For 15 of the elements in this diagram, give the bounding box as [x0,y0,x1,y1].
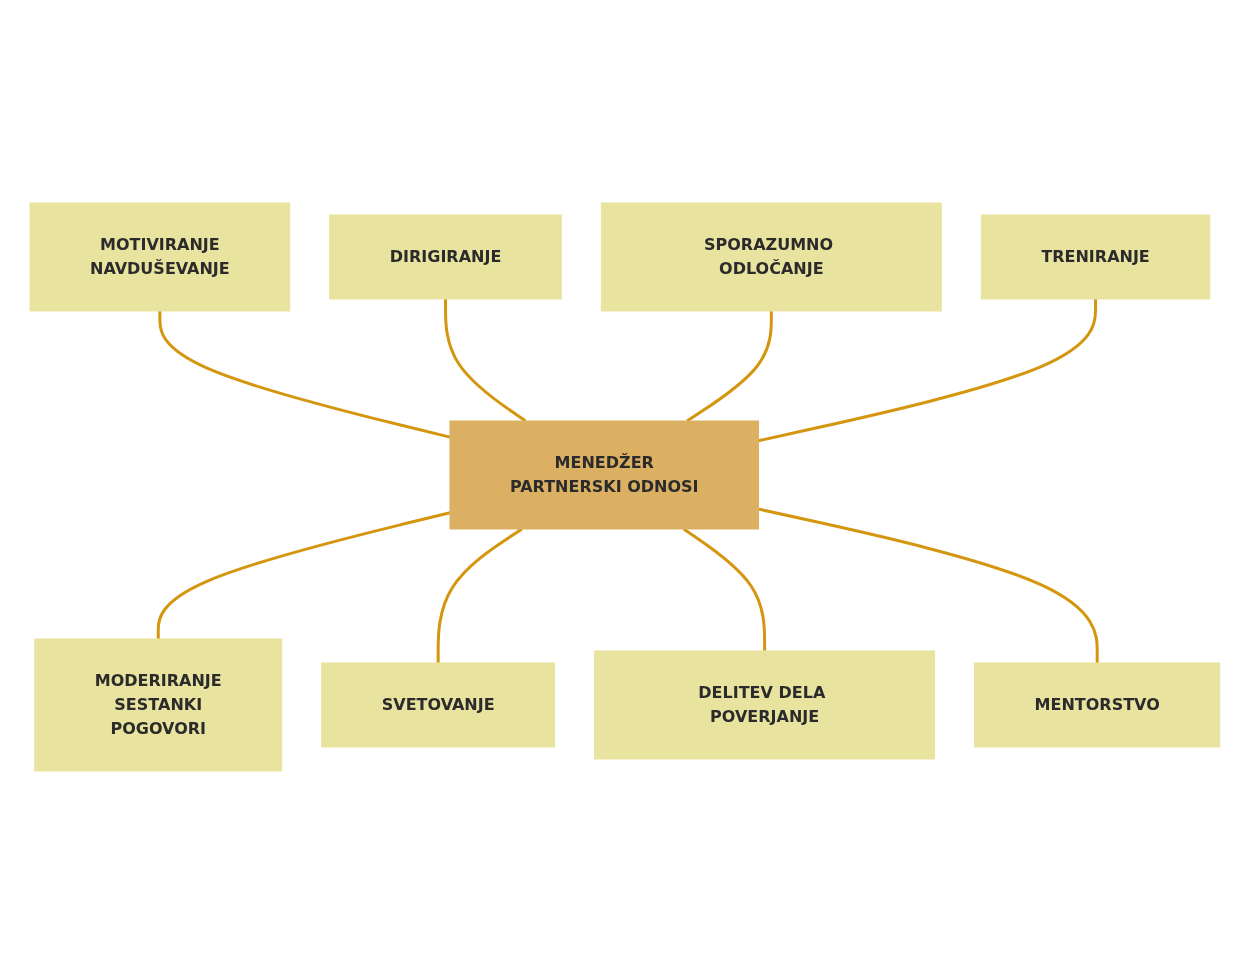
node-box: DELITEV DELA POVERJANJE [593,650,935,760]
connector [158,311,450,439]
connector [436,527,523,663]
node-box: MENTORSTVO [973,662,1220,748]
node-box: TRENIRANJE [980,214,1210,300]
node-box: SVETOVANJE [320,662,555,748]
connector [757,299,1097,443]
connector [682,527,766,651]
connector [156,511,450,639]
node-box: MOTIVIRANJE NAVDUŠEVANJE [29,202,290,312]
node-box: SPORAZUMNO ODLOČANJE [600,202,942,312]
connector [757,507,1099,663]
node-box: MENEDŽER PARTNERSKI ODNOSI [449,420,759,530]
node-box: DIRIGIRANJE [328,214,562,300]
node-box: MODERIRANJE SESTANKI POGOVORI [33,638,282,772]
